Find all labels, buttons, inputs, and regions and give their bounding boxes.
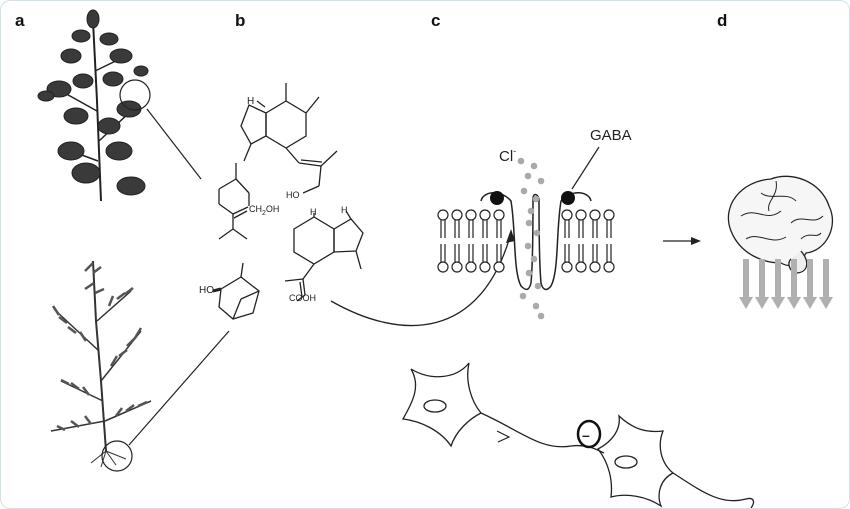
chloride-dot [534, 282, 542, 290]
membrane-bilayer [437, 209, 615, 273]
panel-label-d: d [717, 11, 728, 30]
molecule-valerenic-acid [284, 210, 364, 302]
molecule-valerenal [240, 83, 338, 194]
signal-direction-arrow [496, 430, 511, 443]
chloride-dot [525, 219, 533, 227]
down-arrow [755, 259, 769, 309]
hydroxyl-label-left: HO [199, 285, 214, 296]
down-arrow [771, 259, 785, 309]
chloride-dot [537, 312, 545, 320]
panel-label-b: b [235, 11, 246, 30]
chloride-dot [519, 292, 527, 300]
chloride-dot [524, 242, 532, 250]
neuron-presynaptic [401, 362, 605, 454]
highlight-circle-root [101, 440, 133, 472]
inhibition-marker-circle [576, 419, 602, 449]
molecule-borneol [212, 262, 260, 320]
chloride-label: Cl- [499, 146, 516, 165]
leader-line-root [128, 330, 230, 446]
acid-group-label: COOH [289, 293, 316, 303]
brain-illustration [727, 175, 834, 274]
plant-lemon-balm-illustration [37, 9, 149, 202]
inhibition-sign: – [582, 427, 590, 443]
down-arrow [739, 259, 753, 309]
phospholipid [493, 209, 505, 273]
molecule-citronellol [218, 163, 250, 240]
binding-site-right [561, 191, 575, 205]
downward-arrows [739, 259, 833, 309]
alcohol-group-label: CH2OH [249, 204, 279, 217]
chloride-dot [517, 157, 525, 165]
down-arrow [787, 259, 801, 309]
chloride-dot [530, 162, 538, 170]
highlight-circle-leaf [119, 79, 151, 111]
chloride-dot [525, 269, 533, 277]
phospholipid [437, 209, 449, 273]
hydroxyl-label-bottom: HO [286, 190, 300, 200]
chloride-dot [533, 229, 541, 237]
arrow-head-receptor [506, 229, 515, 243]
gaba-receptor-channel [480, 192, 592, 291]
arrow-to-brain-head [691, 237, 701, 245]
down-arrow [803, 259, 817, 309]
down-arrow [819, 259, 833, 309]
phospholipid [589, 209, 601, 273]
phospholipid [561, 209, 573, 273]
binding-site-left [490, 191, 504, 205]
chloride-dot [537, 177, 545, 185]
chloride-dot [524, 172, 532, 180]
phospholipid [451, 209, 463, 273]
chloride-dot [527, 207, 535, 215]
phospholipid [575, 209, 587, 273]
gaba-pointer-line [571, 146, 600, 190]
hydrogen-label-2: H [310, 207, 317, 217]
chloride-dot [532, 195, 540, 203]
neuron-postsynaptic [597, 414, 755, 508]
phospholipid [603, 209, 615, 273]
plant-valerian-illustration [50, 260, 152, 468]
panel-label-c: c [431, 11, 441, 30]
phospholipid [479, 209, 491, 273]
chloride-dot [520, 187, 528, 195]
leader-line-leaf [146, 108, 202, 180]
panel-label-a: a [15, 11, 25, 30]
chloride-ions [517, 157, 545, 320]
chloride-dot [532, 302, 540, 310]
hydrogen-label-3: H [341, 205, 348, 215]
chloride-dot [530, 255, 538, 263]
phospholipid [465, 209, 477, 273]
hydrogen-label-1: H [247, 96, 254, 107]
gaba-label: GABA [590, 127, 632, 144]
